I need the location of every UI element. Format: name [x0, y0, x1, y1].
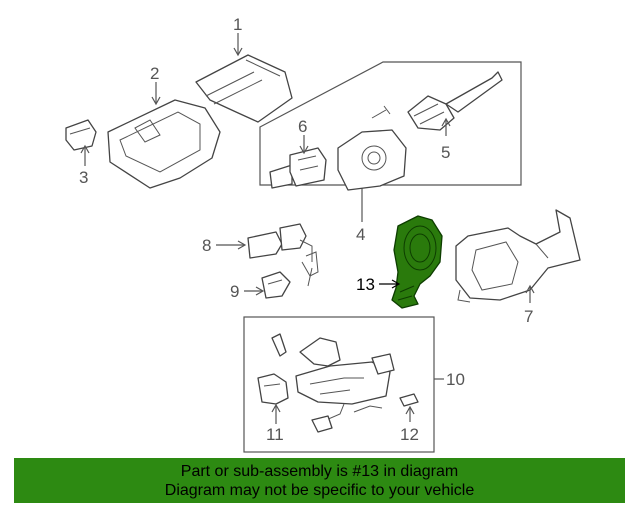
- part-8-lock-cylinder[interactable]: [247, 223, 319, 287]
- callout-7: 7: [524, 307, 533, 326]
- info-banner: Part or sub-assembly is #13 in diagram D…: [14, 458, 625, 503]
- callout-6: 6: [298, 117, 307, 136]
- group-4-box: [259, 61, 522, 186]
- callout-10: 10: [446, 370, 465, 389]
- callout-12: 12: [400, 425, 419, 444]
- parts-diagram: 1 2 3 4 6 5: [65, 15, 581, 453]
- part-6-switch[interactable]: [269, 147, 327, 189]
- callout-1: 1: [233, 15, 242, 34]
- callout-11: 11: [266, 425, 284, 444]
- part-2-lower-cover[interactable]: [107, 99, 221, 189]
- part-13-spiral-cable[interactable]: [391, 215, 443, 309]
- part-11-bracket[interactable]: [257, 373, 289, 405]
- group-10-box: [243, 316, 435, 453]
- callout-13: 13: [356, 275, 375, 294]
- part-5-stalk[interactable]: [407, 71, 503, 131]
- part-9-bracket[interactable]: [261, 271, 291, 299]
- part-7-column-assembly[interactable]: [455, 209, 581, 303]
- part-3-trim[interactable]: [65, 119, 97, 151]
- callout-2: 2: [150, 64, 159, 83]
- banner-line-2: Diagram may not be specific to your vehi…: [164, 481, 475, 499]
- callout-3: 3: [79, 168, 88, 187]
- part-12-clip[interactable]: [399, 393, 419, 407]
- banner-line-1: Part or sub-assembly is #13 in diagram: [180, 462, 459, 480]
- combination-switch-body[interactable]: [337, 105, 407, 191]
- callout-4: 4: [356, 225, 365, 244]
- callout-9: 9: [230, 282, 239, 301]
- part-10-housing[interactable]: [271, 333, 395, 433]
- callout-8: 8: [202, 236, 211, 255]
- part-1-upper-cover[interactable]: [195, 54, 293, 123]
- callout-5: 5: [441, 143, 450, 162]
